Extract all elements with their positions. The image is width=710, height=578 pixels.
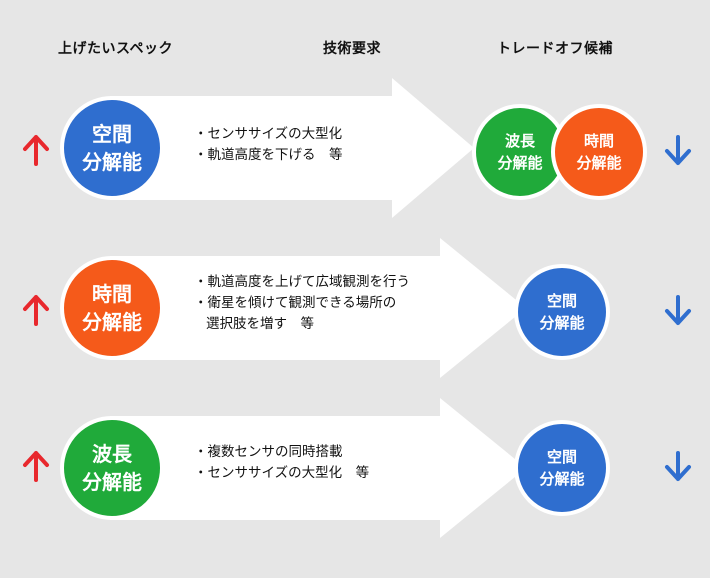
tech-requirements: ・軌道高度を上げて広域観測を行う ・衛星を傾けて観測できる場所の 選択肢を増す … [194,272,410,335]
row-temporal-resolution: 時間分解能 ・軌道高度を上げて広域観測を行う ・衛星を傾けて観測できる場所の 選… [0,238,710,398]
flow-arrow [110,398,526,538]
header-tradeoff: トレードオフ候補 [497,41,613,57]
arrow-up-icon [23,135,49,166]
spec-circle: 時間分解能 [60,256,164,360]
tech-requirements: ・複数センサの同時搭載 ・センササイズの大型化 等 [194,442,369,484]
spec-circle: 波長分解能 [60,416,164,520]
tech-line: ・センササイズの大型化 等 [194,465,370,481]
tech-requirements: ・センササイズの大型化 ・軌道高度を下げる 等 [194,124,343,166]
header-tech: 技術要求 [323,41,381,57]
tech-line: 選択肢を増す 等 [206,316,314,332]
tradeoff-circle: 時間分解能 [551,104,647,200]
row-spatial-resolution: 空間分解能 ・センササイズの大型化 ・軌道高度を下げる 等 波長分解能 時間分解… [0,78,710,238]
tradeoff-circle: 空間分解能 [514,264,610,360]
header-specs: 上げたいスペック [58,41,174,57]
flow-arrow [110,78,474,218]
tech-line: ・センササイズの大型化 [194,126,343,142]
tech-line: ・衛星を傾けて観測できる場所の [194,295,397,311]
arrow-up-icon [23,295,49,326]
arrow-down-icon [665,451,691,481]
tradeoff-circle: 空間分解能 [514,420,610,516]
flow-arrow [110,238,526,378]
spec-circle: 空間分解能 [60,96,164,200]
tech-line: ・軌道高度を上げて広域観測を行う [194,274,410,290]
tech-line: ・軌道高度を下げる 等 [194,147,343,163]
arrow-up-icon [23,451,49,482]
arrow-down-icon [665,135,691,165]
row-spectral-resolution: 波長分解能 ・複数センサの同時搭載 ・センササイズの大型化 等 空間分解能 [0,398,710,558]
tech-line: ・複数センサの同時搭載 [194,444,343,460]
arrow-down-icon [665,295,691,325]
